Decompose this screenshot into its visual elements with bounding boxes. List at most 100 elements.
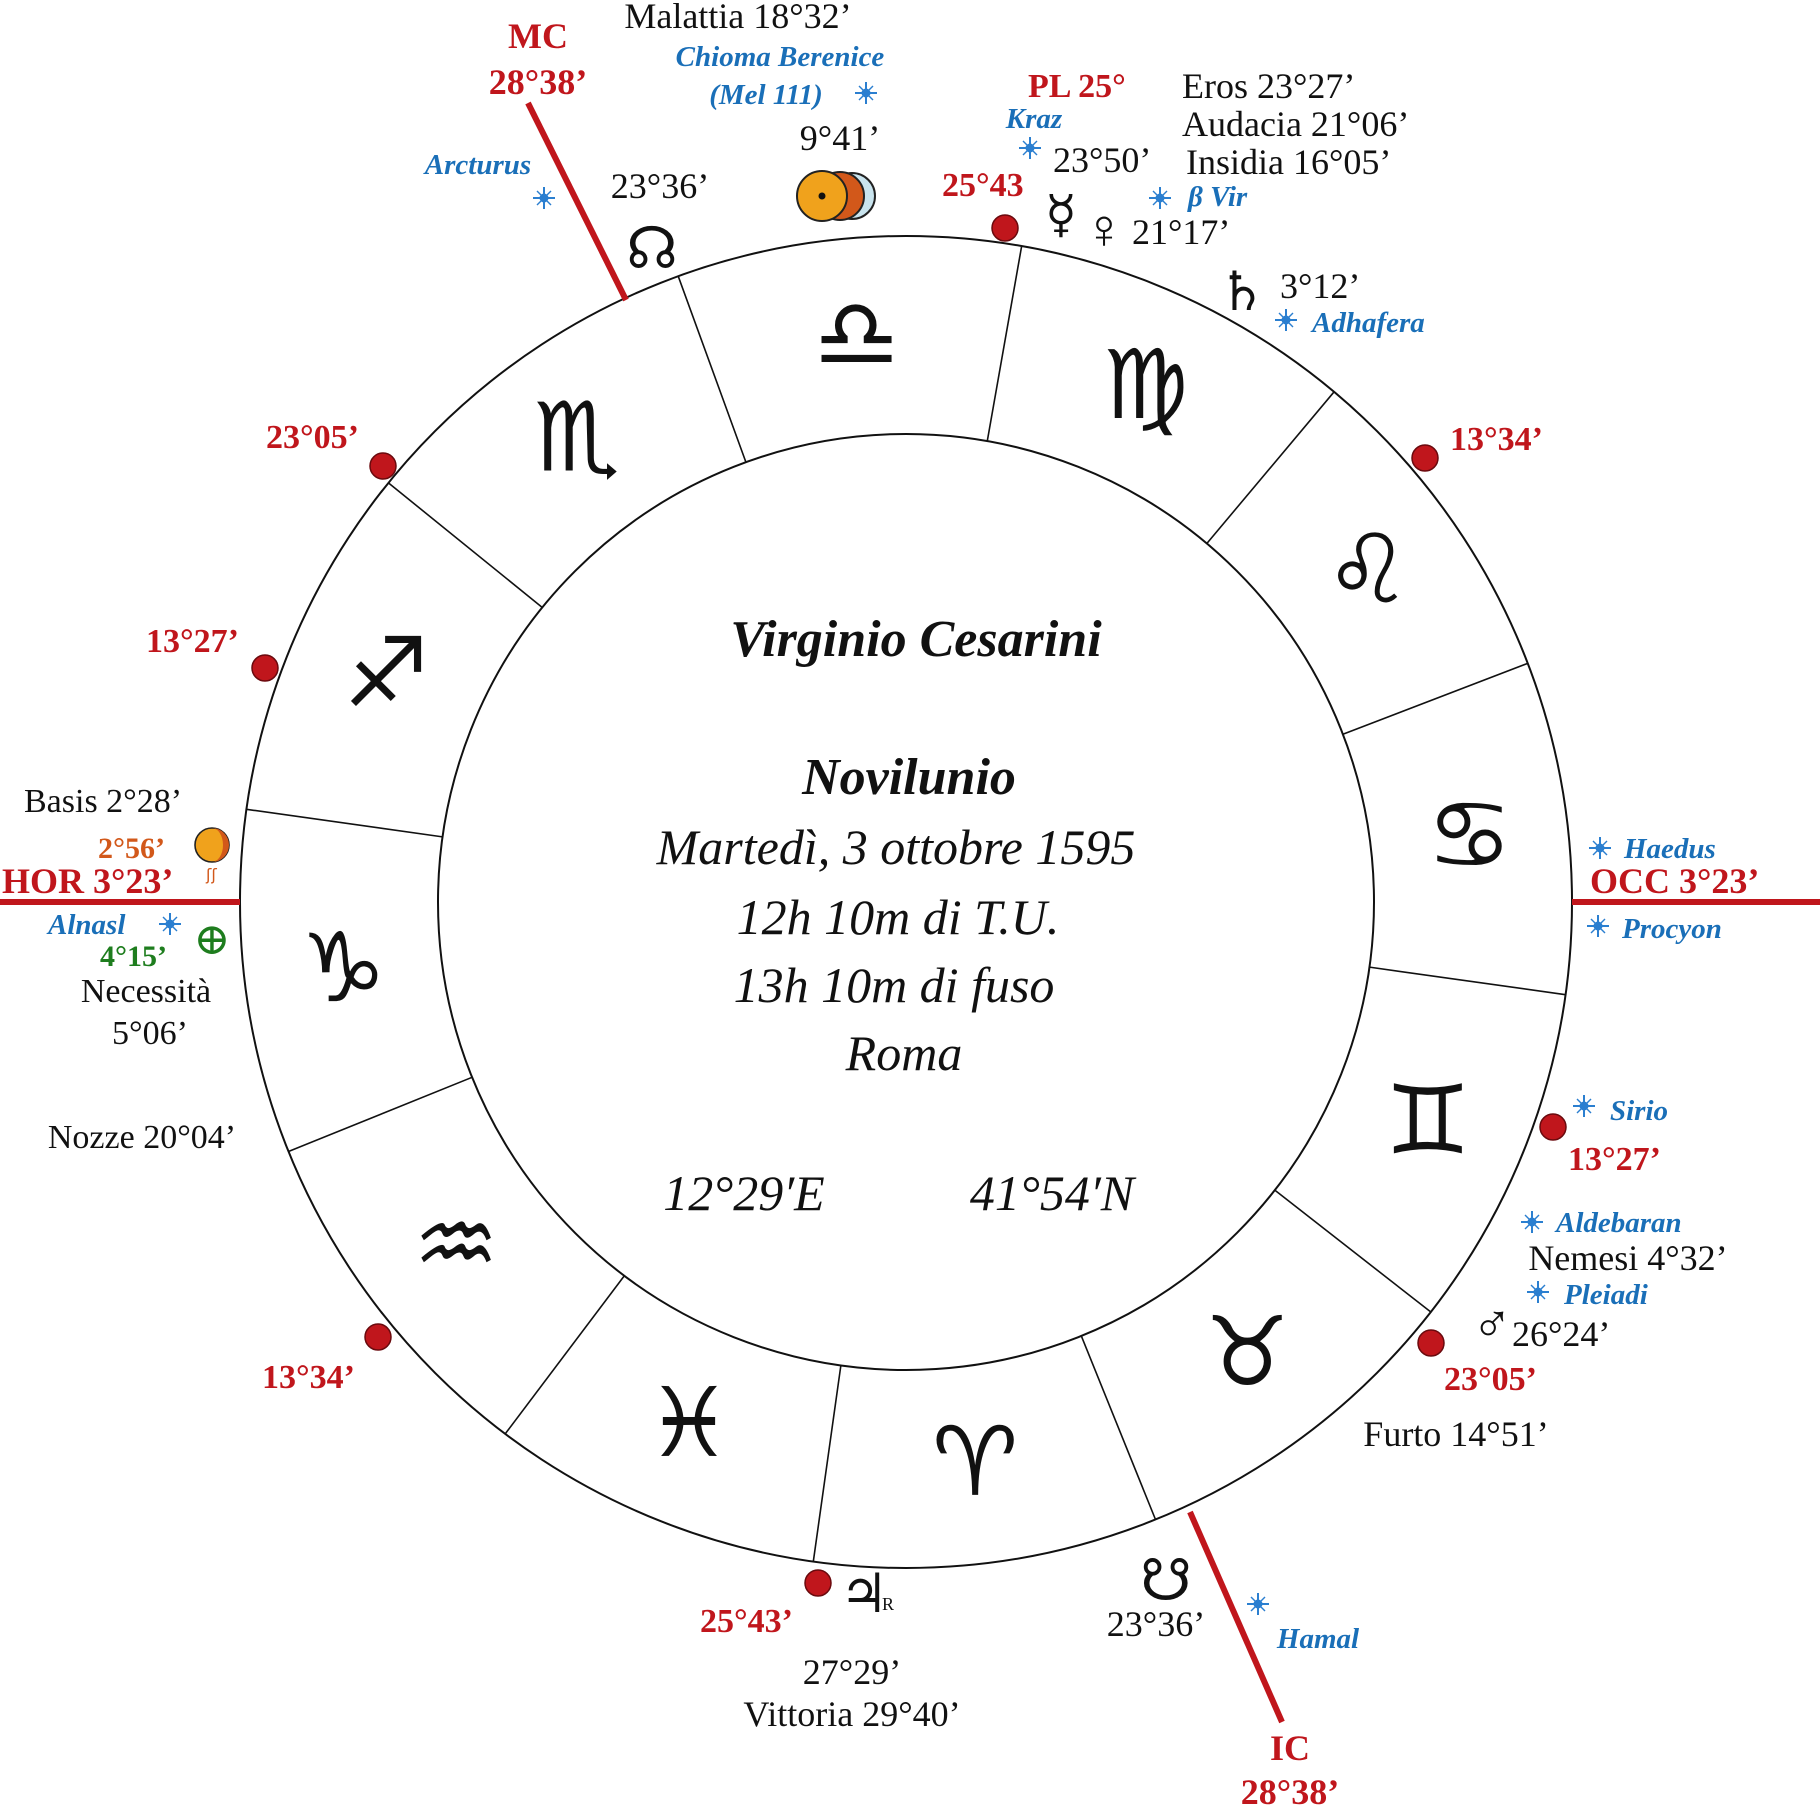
star-icon-procyon [1586,914,1610,938]
sign-divider-11 [246,808,443,838]
sign-glyph-scorpio: ♏ [534,381,620,493]
sign-glyph-sagittarius: ♐ [343,617,429,729]
mercury-glyph: ☿ [1045,187,1077,244]
star-mel-111: (Mel 111) [709,79,823,111]
part-malattia: Malattia 18°32’ [624,0,851,36]
mars-degree: 26°24’ [1512,1314,1610,1354]
sign-divider-1 [677,275,747,463]
sign-divider-3 [1206,391,1335,545]
cusp-dot-3 [1539,1113,1567,1141]
mc-axis-line [525,101,629,302]
star-icon-kraz [1018,136,1042,160]
star-aldebaran: Aldebaran [1554,1207,1682,1239]
chart-subtitle: Novilunio [801,749,1016,806]
earth-degree: 4°15’ [100,940,167,973]
hor-label: HOR 3°23’ [2,861,173,901]
star-hamal: Hamal [1276,1623,1360,1655]
star-icon-alnasl [158,912,182,936]
ic-axis-line [1187,1510,1285,1724]
cusp-dot-8 [369,452,397,480]
star-icon-hamal [1246,1592,1270,1616]
moon-hor-degree: 2°56’ [98,832,165,865]
sun-moon-degree: 9°41’ [800,118,880,158]
sign-glyph-pisces: ♓ [646,1367,732,1479]
star-icon-adhafera [1274,308,1298,332]
sign-glyph-capricorn: ♑ [300,912,386,1024]
star-icon-arcturus [532,186,556,210]
chart-title: Virginio Cesarini [730,611,1102,668]
mc-label: MC [508,16,568,56]
cusp-dot-5 [804,1569,832,1597]
sign-glyph-libra: ♎ [814,278,900,390]
north-node-glyph: ☊ [626,216,678,281]
star-icon-aldebaran [1520,1210,1544,1234]
sign-glyph-virgo: ♍ [1103,329,1189,441]
star-icon-beta-vir [1148,186,1172,210]
part-nemesi: Nemesi 4°32’ [1528,1238,1727,1278]
chart-place: Roma [845,1025,963,1081]
part-audacia: Audacia 21°06’ [1182,104,1409,144]
moon-hor-icon: ʃʃ [194,827,230,884]
ic-degree: 28°38’ [1241,1772,1339,1807]
cusp-dot-6 [364,1323,392,1351]
saturn-degree: 3°12’ [1280,266,1360,306]
star-chioma-berenice: Chioma Berenice [676,41,885,73]
sign-glyph-leo: ♌ [1325,514,1411,626]
part-basis: Basis 2°28’ [24,783,182,820]
star-procyon: Procyon [1621,913,1722,945]
star-arcturus: Arcturus [423,149,531,181]
star-adhafera: Adhafera [1310,307,1425,339]
star-sirio: Sirio [1610,1095,1668,1127]
sign-divider-5 [1369,966,1566,996]
jupiter-retro: R [882,1594,894,1614]
sign-divider-4 [1342,662,1529,736]
star-icon-pleiadi [1526,1280,1550,1304]
north-node-degree: 23°36’ [611,166,709,206]
chart-time-ut: 12h 10m di T.U. [737,889,1060,945]
sign-glyph-aries: ♈ [932,1406,1018,1518]
cusp-label-4: 23°05’ [266,419,359,456]
star-alnasl: Alnasl [46,909,126,941]
south-node-glyph: ☋ [1140,1548,1192,1613]
sign-dividers [246,245,1566,1562]
star-icon-chioma [854,81,878,105]
cusp-label-3: 13°27’ [146,623,239,660]
star-haedus: Haedus [1623,833,1716,865]
star-icon-sirio [1572,1094,1596,1118]
sign-divider-2 [986,245,1023,442]
sign-divider-12 [387,482,543,609]
star-kraz: Kraz [1005,103,1063,135]
sign-glyph-gemini: ♊ [1385,1065,1471,1177]
sign-divider-10 [288,1076,473,1153]
part-necessita-degree: 5°06’ [112,1015,188,1052]
cusp-label-8: 13°27’ [1568,1141,1661,1178]
venus-degree: 21°17’ [1132,212,1230,252]
saturn-glyph: ♄ [1218,262,1266,322]
earth-glyph: ⊕ [194,915,231,964]
star-pleiadi: Pleiadi [1563,1279,1648,1311]
south-node-degree: 23°36’ [1107,1604,1205,1644]
mars-glyph: ♂ [1472,1294,1513,1354]
part-necessita: Necessità [81,973,211,1010]
cusp-label-5: 13°34’ [262,1359,355,1396]
cusp-label-1: 25°43 [942,167,1024,204]
cusp-label-6: 25°43’ [700,1603,793,1640]
ic-label: IC [1270,1728,1310,1768]
sign-divider-8 [812,1365,842,1562]
star-icon-haedus [1588,836,1612,860]
part-eros: Eros 23°27’ [1182,66,1355,106]
sign-glyphs: ♎♍♌♋♊♉♈♓♒♑♐♏ [300,278,1512,1518]
sign-divider-9 [504,1275,625,1435]
sign-glyph-aquarius: ♒ [413,1188,499,1300]
sign-divider-7 [1080,1335,1157,1520]
cusp-label-7: 23°05’ [1444,1361,1537,1398]
sun-moon-conjunction-icon [796,170,876,222]
mc-degree: 28°38’ [489,62,587,102]
sign-glyph-taurus: ♉ [1204,1296,1290,1408]
jupiter-glyph: ♃ [840,1564,888,1624]
mercury-degree: 23°50’ [1053,140,1151,180]
cusp-dot-4 [1417,1329,1445,1357]
jupiter-degree: 27°29’ [803,1652,901,1692]
chart-date: Martedì, 3 ottobre 1595 [656,819,1136,875]
cusp-dot-2 [1411,444,1439,472]
